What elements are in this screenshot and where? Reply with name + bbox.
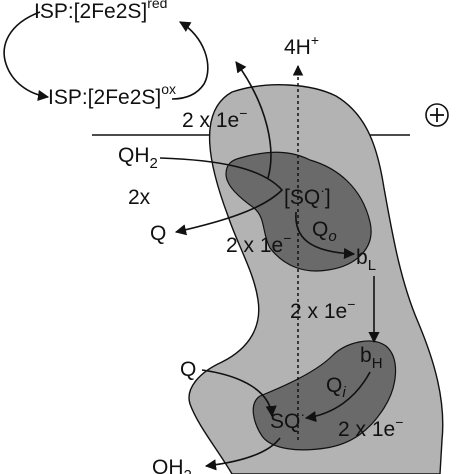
qi-qh2-label: QH2 xyxy=(152,456,192,474)
isp-oxidized-label: ISP:[2Fe2S]ox xyxy=(48,81,176,109)
isp-cycle-arrow xyxy=(3,11,50,102)
electron-arrow-to-isp xyxy=(235,61,272,179)
circle-plus-icon xyxy=(425,103,449,127)
heme-bh-label: bH xyxy=(360,344,383,372)
isp-electron-label: 2 x 1e− xyxy=(182,105,247,132)
qo-sq-label: [SQ·] xyxy=(284,182,331,209)
bh-qi-electron-label: 2 x 1e− xyxy=(338,414,403,441)
qo-multiplier-label: 2x xyxy=(128,186,151,209)
qi-sq-label: SQ· xyxy=(270,406,305,433)
electron-arrow-bh-to-qi xyxy=(304,371,371,423)
qo-site-label: Qo xyxy=(312,218,337,245)
qh2-oxidation-arrow xyxy=(159,157,284,236)
qo-q-label: Q xyxy=(150,222,166,245)
qo-qh2-label: QH2 xyxy=(118,144,158,172)
bl-bh-electron-label: 2 x 1e− xyxy=(290,296,355,323)
isp-reduced-label: ISP:[2Fe2S]red xyxy=(34,0,167,23)
qi-pocket xyxy=(252,340,397,451)
proton-label: 4H+ xyxy=(284,32,319,59)
qo-bl-electron-label: 2 x 1e− xyxy=(226,230,291,257)
qi-q-label: Q xyxy=(180,358,196,381)
q-reduction-arrow xyxy=(201,369,277,418)
qh2-formation-arrow xyxy=(204,437,281,471)
isp-cycle-arrow-top xyxy=(171,21,209,100)
qi-site-label: Qi xyxy=(326,374,346,401)
heme-bl-label: bL xyxy=(356,246,376,274)
electron-arrow-qo-to-bl xyxy=(295,211,356,260)
